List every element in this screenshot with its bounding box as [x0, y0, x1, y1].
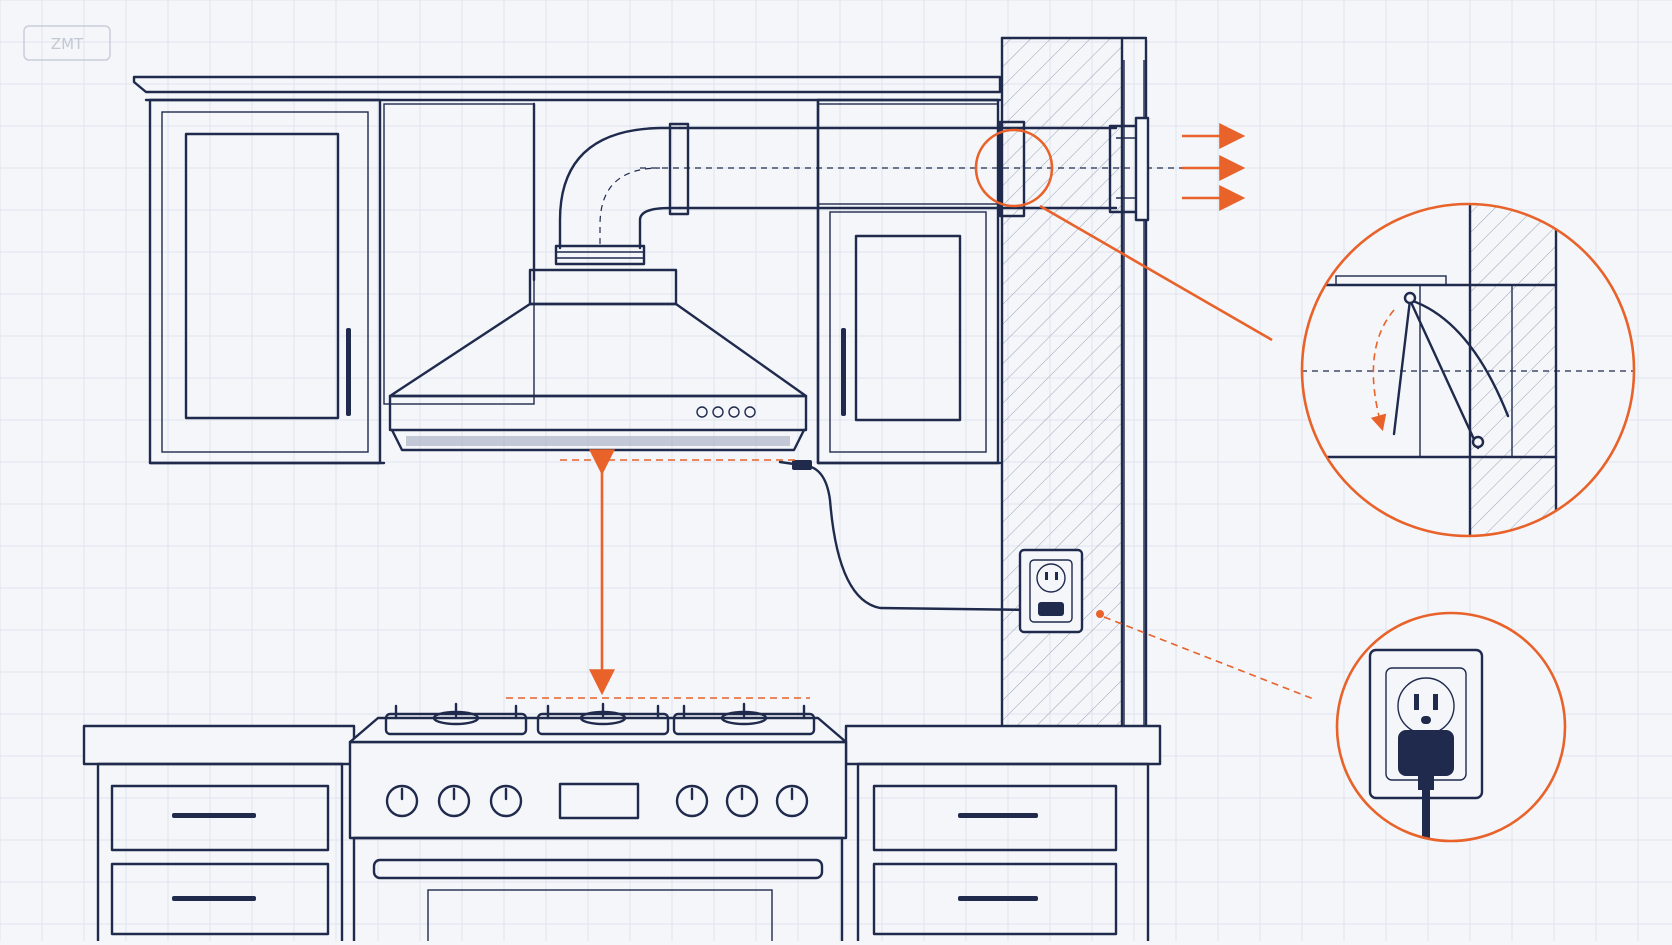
burner-grate	[384, 702, 528, 736]
range-knob	[489, 784, 523, 818]
burner-grate	[536, 702, 670, 736]
range-hood	[388, 268, 808, 452]
range-knob	[675, 784, 709, 818]
hood-to-cooktop-clearance	[506, 449, 810, 699]
outlet-leader-line	[1103, 616, 1317, 701]
outlet-icon	[1018, 548, 1084, 634]
exhaust-duct	[554, 116, 1240, 266]
outlet-callout-dot	[1096, 610, 1104, 618]
range-knob	[437, 784, 471, 818]
range-knob	[385, 784, 419, 818]
damper-flap-icon	[1392, 291, 1510, 450]
gas-range	[348, 702, 848, 945]
outlet-plug-detail	[1335, 611, 1567, 843]
upper-cabinets	[132, 75, 1002, 465]
damper-leader-line	[1039, 204, 1273, 342]
backdraft-damper-detail	[1300, 202, 1636, 538]
range-knob	[775, 784, 809, 818]
plug-icon	[1398, 730, 1454, 841]
damper-highlight-circle	[974, 128, 1054, 208]
watermark-logo: ZMT	[23, 25, 111, 61]
watermark-text: ZMT	[51, 35, 84, 53]
base-cabinets	[96, 762, 1150, 945]
power-cord	[778, 460, 1038, 612]
airflow-arrow-icon	[1182, 123, 1246, 211]
burner-grate	[672, 702, 816, 736]
range-knob	[725, 784, 759, 818]
